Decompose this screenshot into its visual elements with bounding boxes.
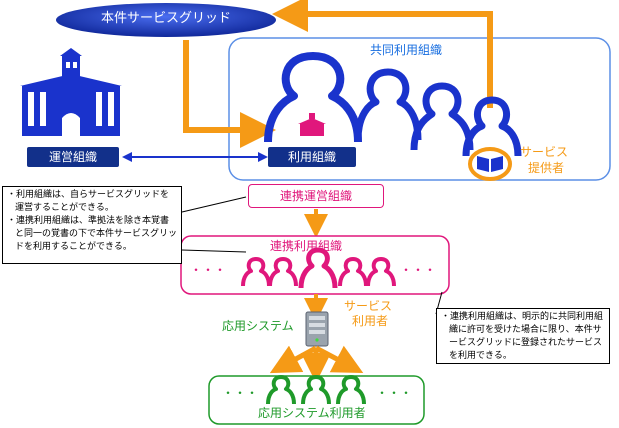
orange-flow-left bbox=[183, 40, 276, 148]
provider-label-line2: 提供者 bbox=[528, 161, 565, 175]
app-users-dots-left: ・・・ bbox=[222, 386, 259, 400]
book-highlight-ring bbox=[468, 147, 512, 181]
shared-group-title: 共同利用組織 bbox=[370, 43, 443, 57]
note-left-line-1: ・利用組織は、自らサービスグリッドを運営することができる。 bbox=[7, 190, 170, 213]
app-system-label: 応用システム bbox=[222, 319, 294, 333]
app-users-dots-right: ・・・ bbox=[376, 386, 413, 400]
note-left-line-2: ・連携利用組織は、準拠法を除き本覚書と同一の覚書の下で本件サービスグリッドを利用… bbox=[7, 216, 178, 252]
book-icon bbox=[477, 156, 503, 172]
app-user-person-icons bbox=[266, 375, 366, 405]
service-grid-label: 本件サービスグリッド bbox=[100, 11, 231, 26]
user-org-label: 利用組織 bbox=[268, 147, 356, 167]
service-user-line2: 利用者 bbox=[352, 314, 389, 328]
coop-user-title: 連携利用組織 bbox=[270, 239, 343, 253]
small-building-icon bbox=[298, 113, 326, 136]
coop-operating-label: 連携運営組織 bbox=[248, 184, 384, 208]
server-icon bbox=[305, 311, 329, 347]
user-org-person-icon bbox=[264, 52, 362, 143]
app-users-label: 応用システム利用者 bbox=[258, 406, 366, 420]
note-right: ・連携利用組織は、明示的に共同利用組織に許可を受けた場合に限り、本件サービスグリ… bbox=[436, 308, 610, 364]
provider-label-line1: サービス bbox=[520, 145, 569, 159]
shared-group-frame bbox=[228, 37, 611, 181]
coop-person-icons bbox=[241, 247, 396, 289]
arrow-head-right bbox=[258, 152, 268, 162]
service-grid-ellipse bbox=[56, 3, 276, 37]
note-left-connector-2 bbox=[181, 249, 247, 253]
member-person-icon-1 bbox=[354, 68, 422, 141]
coop-user-dots-left: ・・・ bbox=[190, 263, 227, 277]
coop-user-dots-right: ・・・ bbox=[400, 263, 437, 277]
note-left-connector bbox=[181, 196, 247, 213]
building-icon bbox=[20, 48, 122, 136]
member-person-icon-2 bbox=[410, 82, 474, 151]
note-right-line-1: ・連携利用組織は、明示的に共同利用組織に許可を受けた場合に限り、本件サービスグリ… bbox=[441, 312, 604, 361]
arrow-head-left bbox=[122, 152, 132, 162]
operating-org-label: 運営組織 bbox=[27, 147, 119, 167]
app-fanout-arrows bbox=[269, 345, 364, 383]
provider-person-icon bbox=[462, 96, 522, 157]
service-user-line1: サービス bbox=[344, 299, 393, 313]
orange-flow-top bbox=[272, 0, 493, 108]
note-left: ・利用組織は、自らサービスグリッドを運営することができる。 ・連携利用組織は、準… bbox=[2, 186, 182, 264]
